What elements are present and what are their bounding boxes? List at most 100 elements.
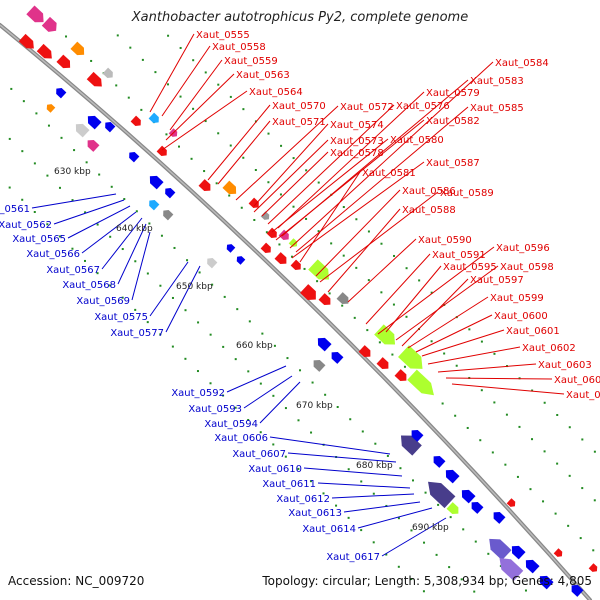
- gene-labels: Xaut_0555Xaut_0558Xaut_0559Xaut_0563Xaut…: [0, 30, 600, 563]
- forward-gene-arrow: [358, 345, 371, 358]
- forward-gene-arrow: [148, 112, 159, 123]
- tick-dot: [317, 230, 320, 233]
- forward-gene-arrow: [394, 369, 407, 382]
- reverse-leader-line: [31, 193, 117, 209]
- tick-dot: [556, 413, 559, 416]
- reverse-gene-arrow: [46, 104, 56, 113]
- reverse-gene-label: Xaut_0612: [276, 494, 330, 505]
- forward-leader-line: [407, 296, 489, 349]
- tick-dot: [455, 364, 458, 367]
- tick-dot: [71, 199, 74, 202]
- forward-gene-arrow: [26, 5, 44, 23]
- tick-dot: [317, 181, 320, 184]
- scale-label: 680 kbp: [356, 461, 393, 471]
- reverse-leader-line: [131, 231, 151, 301]
- reverse-gene-label: Xaut_0614: [302, 524, 356, 535]
- forward-leader-line: [427, 346, 521, 365]
- tick-dot: [518, 425, 521, 428]
- tick-dot: [423, 541, 426, 544]
- tick-dot: [347, 468, 350, 471]
- reverse-gene-arrow: [571, 584, 584, 597]
- tick-dot: [127, 96, 130, 99]
- tick-dot: [297, 419, 300, 422]
- reverse-gene-label: Xaut_0562: [0, 220, 52, 231]
- forward-leader-line: [253, 123, 329, 207]
- reverse-gene-arrow: [149, 175, 164, 190]
- tick-dot: [487, 552, 490, 555]
- forward-leader-line: [327, 208, 401, 293]
- reverse-gene-arrow: [428, 481, 456, 509]
- tick-dot: [159, 333, 162, 336]
- tick-dot: [299, 369, 302, 372]
- forward-gene-label: Xaut_0572: [340, 102, 394, 113]
- tick-dot: [192, 107, 195, 110]
- tick-dot: [374, 442, 377, 445]
- tick-dot: [366, 329, 369, 332]
- forward-leader-line: [253, 139, 329, 213]
- tick-dot: [247, 370, 250, 373]
- reverse-gene-arrow: [489, 538, 512, 561]
- reverse-gene-arrow: [207, 258, 218, 269]
- tick-dot: [60, 136, 63, 139]
- forward-gene-label: Xaut_0595: [443, 262, 497, 273]
- tick-dot: [33, 162, 36, 165]
- tick-dot: [184, 309, 187, 312]
- tick-dot: [504, 463, 507, 466]
- tick-dot: [96, 272, 99, 275]
- tick-dot: [134, 308, 137, 311]
- backbone-highlight: [0, 24, 591, 600]
- forward-gene-arrow: [336, 292, 349, 305]
- tick-dot: [98, 173, 101, 176]
- tick-dot: [121, 296, 124, 299]
- forward-gene-label: Xaut_0604: [554, 375, 600, 386]
- scale-label: 640 kbp: [116, 224, 153, 234]
- tick-dot: [109, 284, 112, 287]
- tick-dot: [330, 242, 333, 245]
- forward-gene-label: Xaut_0555: [196, 30, 250, 41]
- forward-gene-arrow: [18, 33, 34, 49]
- tick-dot: [85, 161, 88, 164]
- tick-dot: [355, 218, 358, 221]
- tick-dot: [8, 186, 11, 189]
- tick-dot: [173, 246, 176, 249]
- forward-gene-label: Xaut_0600: [494, 311, 548, 322]
- tick-dot: [460, 578, 463, 581]
- tick-dot: [110, 185, 113, 188]
- forward-gene-label: Xaut_0581: [362, 168, 416, 179]
- tick-dot: [303, 267, 306, 270]
- tick-dot: [505, 413, 508, 416]
- tick-dot: [253, 218, 256, 221]
- scale-label: 650 kbp: [176, 282, 213, 292]
- forward-gene-label: Xaut_0588: [402, 205, 456, 216]
- tick-dot: [581, 438, 584, 441]
- reverse-gene-arrow: [129, 152, 140, 163]
- reverse-leader-line: [226, 365, 287, 393]
- tick-dot: [116, 34, 119, 37]
- tick-dot: [441, 402, 444, 405]
- tick-dot: [579, 537, 582, 540]
- reverse-leader-line: [243, 375, 293, 409]
- forward-gene-arrow: [288, 238, 298, 247]
- tick-dot: [403, 365, 406, 368]
- reverse-leader-line: [67, 205, 131, 239]
- forward-gene-label: Xaut_0587: [426, 158, 480, 169]
- tick-dot: [265, 231, 268, 234]
- tick-dot: [335, 504, 338, 507]
- tick-dot: [71, 247, 74, 250]
- tick-dot: [73, 149, 76, 152]
- forward-leader-line: [415, 314, 493, 353]
- reverse-gene-arrow: [511, 545, 526, 560]
- tick-dot: [134, 260, 137, 263]
- reverse-gene-label: Xaut_0606: [214, 433, 268, 444]
- forward-gene-label: Xaut_0583: [470, 76, 524, 87]
- tick-dot: [167, 34, 170, 37]
- tick-dot: [247, 418, 250, 421]
- tick-dot: [393, 254, 396, 257]
- tick-dot: [279, 193, 282, 196]
- tick-dot: [292, 157, 295, 160]
- tick-dot: [146, 321, 149, 324]
- forward-leader-line: [299, 171, 361, 263]
- tick-dot: [171, 345, 174, 348]
- tick-dot: [309, 480, 312, 483]
- tick-dot: [203, 170, 206, 173]
